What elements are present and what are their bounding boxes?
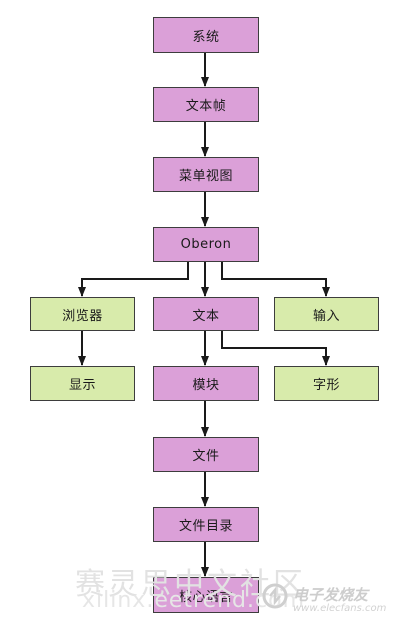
node-text: 文本 [153, 297, 259, 331]
elecfans-logo-icon [262, 583, 288, 609]
node-glyph: 字形 [274, 366, 379, 401]
node-browser: 浏览器 [30, 297, 135, 331]
arrow-oberon-to-input [221, 262, 330, 297]
node-text-frame: 文本帧 [153, 87, 259, 122]
node-file-directory: 文件目录 [153, 507, 259, 542]
node-display: 显示 [30, 366, 135, 401]
node-core-language: 核心语言 [153, 577, 259, 613]
node-input: 输入 [274, 297, 379, 331]
watermark-logo-url: www.elecfans.com [293, 603, 387, 614]
node-module: 模块 [153, 366, 259, 401]
watermark-logo-text: 电子发烧友 [293, 586, 369, 604]
arrow-text-to-glyph [221, 331, 330, 366]
watermark-en: xilinx.eetrend.com [82, 588, 305, 613]
node-menu-view: 菜单视图 [153, 157, 259, 192]
node-file: 文件 [153, 437, 259, 472]
node-oberon: Oberon [153, 227, 259, 262]
arrow-oberon-to-browser [78, 262, 189, 297]
node-system: 系统 [153, 17, 259, 53]
